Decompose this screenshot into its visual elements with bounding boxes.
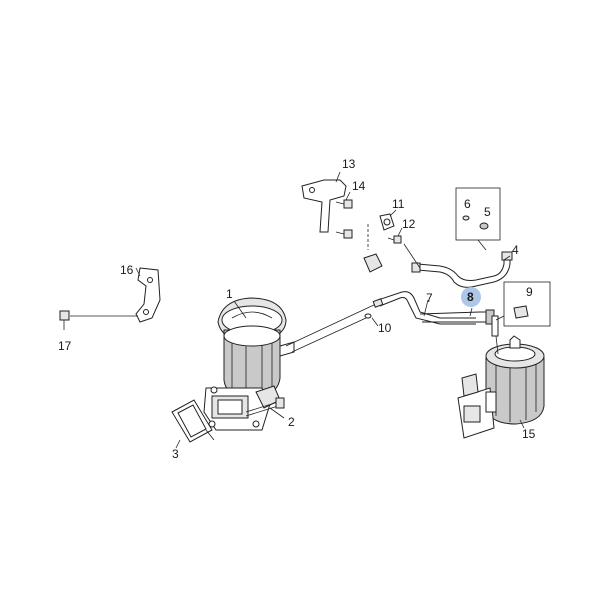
clip-part-9[interactable] xyxy=(513,305,529,319)
leader-4 xyxy=(503,255,511,261)
detail-box-9 xyxy=(495,281,551,327)
screw-part-17[interactable] xyxy=(59,310,70,330)
detail-box-5-6 xyxy=(455,187,501,251)
screw-part-14[interactable] xyxy=(335,199,353,239)
callout-5[interactable]: 5 xyxy=(484,205,491,219)
oring-part-10[interactable] xyxy=(364,313,372,319)
callout-14[interactable]: 14 xyxy=(352,179,366,193)
housing-part-1[interactable] xyxy=(203,297,295,431)
leader-1 xyxy=(233,300,247,319)
leader-8-to-canister xyxy=(495,335,499,355)
callout-12[interactable]: 12 xyxy=(402,217,416,231)
callout-2[interactable]: 2 xyxy=(288,415,295,429)
leader-11 xyxy=(389,209,397,217)
leader-pipe-to-12 xyxy=(403,243,421,269)
leader-16 xyxy=(135,267,141,277)
leader-13 xyxy=(335,171,341,183)
callout-highlight-8 xyxy=(461,287,481,307)
callout-17[interactable]: 17 xyxy=(58,339,72,353)
callout-6[interactable]: 6 xyxy=(464,197,471,211)
clamp-part-11[interactable] xyxy=(363,213,395,273)
leader-housing-hose xyxy=(285,303,377,347)
gasket-part-3[interactable] xyxy=(171,399,215,443)
bracket-part-13[interactable] xyxy=(301,179,347,233)
seal-part-5[interactable] xyxy=(479,222,489,230)
callout-8[interactable]: 8 xyxy=(467,290,474,304)
hose-part-8[interactable] xyxy=(419,309,499,337)
oring-part-6[interactable] xyxy=(462,215,470,221)
pipe-part-4[interactable] xyxy=(411,251,513,288)
callout-9[interactable]: 9 xyxy=(526,285,533,299)
canister-part-15[interactable] xyxy=(457,335,545,439)
hose-part-7[interactable] xyxy=(372,291,476,325)
callout-4[interactable]: 4 xyxy=(512,243,519,257)
bracket-part-16[interactable] xyxy=(135,267,161,323)
callout-1[interactable]: 1 xyxy=(226,287,233,301)
callout-11[interactable]: 11 xyxy=(392,197,405,211)
screw-part-12[interactable] xyxy=(387,235,402,244)
leader-10-line xyxy=(291,317,367,353)
leader-8 xyxy=(469,307,473,317)
leader-2 xyxy=(269,407,285,419)
callout-3[interactable]: 3 xyxy=(172,447,179,461)
callout-16[interactable]: 16 xyxy=(120,263,134,277)
callout-10[interactable]: 10 xyxy=(378,321,392,335)
leader-15 xyxy=(519,419,525,429)
leader-10 xyxy=(371,317,379,327)
callout-7[interactable]: 7 xyxy=(426,291,433,305)
leader-12 xyxy=(397,227,403,237)
callout-15[interactable]: 15 xyxy=(522,427,536,441)
leader-14 xyxy=(345,191,351,201)
leader-3 xyxy=(175,439,181,449)
bolt-part-2[interactable] xyxy=(245,397,285,417)
leader-7 xyxy=(423,299,429,317)
callout-13[interactable]: 13 xyxy=(342,157,356,171)
